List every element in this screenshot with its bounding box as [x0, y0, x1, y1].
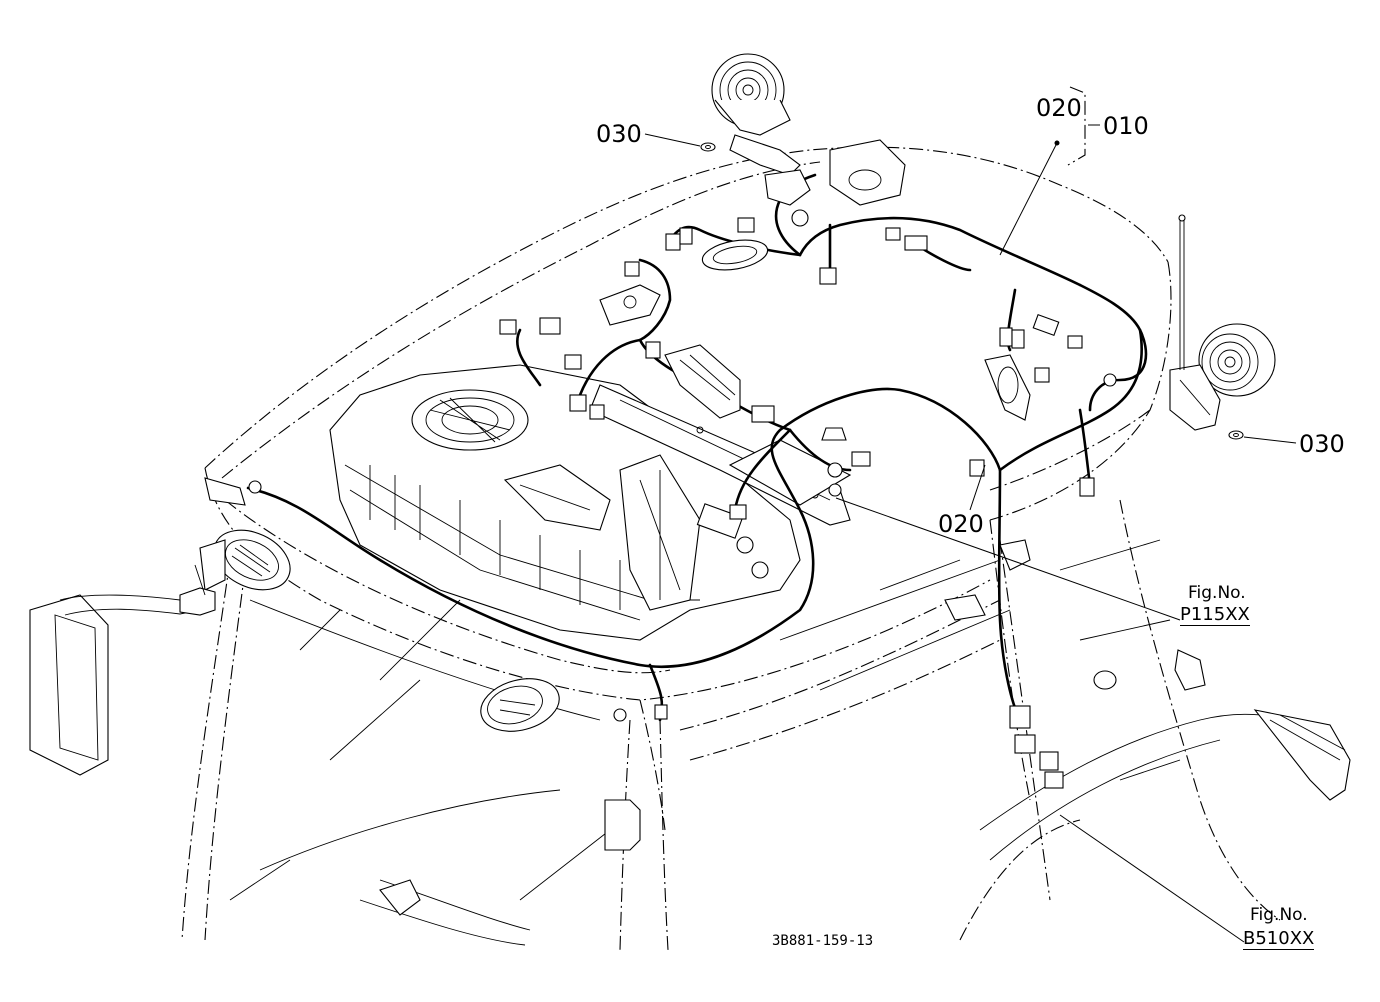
figure-ref-b510-number[interactable]: B510XX	[1243, 928, 1315, 950]
front-lamps	[199, 477, 1351, 801]
figure-ref-p115-number[interactable]: P115XX	[1180, 604, 1250, 626]
connectors	[248, 209, 1117, 789]
work-lamp-top	[711, 53, 906, 206]
interior-lamps	[599, 239, 1031, 421]
work-lamp-right	[1169, 214, 1276, 431]
callout-030-top: 030	[596, 120, 642, 148]
drawing-code: 3B881-159-13	[772, 933, 874, 949]
callout-020-middle: 020	[938, 510, 984, 538]
center-plate	[589, 384, 852, 526]
cab-frame	[181, 499, 1346, 951]
side-mirror	[29, 564, 216, 776]
figure-ref-b510-caption: Fig.No.	[1250, 905, 1308, 925]
washers	[700, 142, 1244, 440]
callout-020-top: 020	[1036, 94, 1082, 122]
grab-handles	[379, 539, 1206, 916]
callout-030-right: 030	[1299, 430, 1345, 458]
callout-010: 010	[1103, 112, 1149, 140]
leader-lines	[644, 86, 1297, 943]
figure-ref-p115-caption: Fig.No.	[1188, 583, 1246, 603]
